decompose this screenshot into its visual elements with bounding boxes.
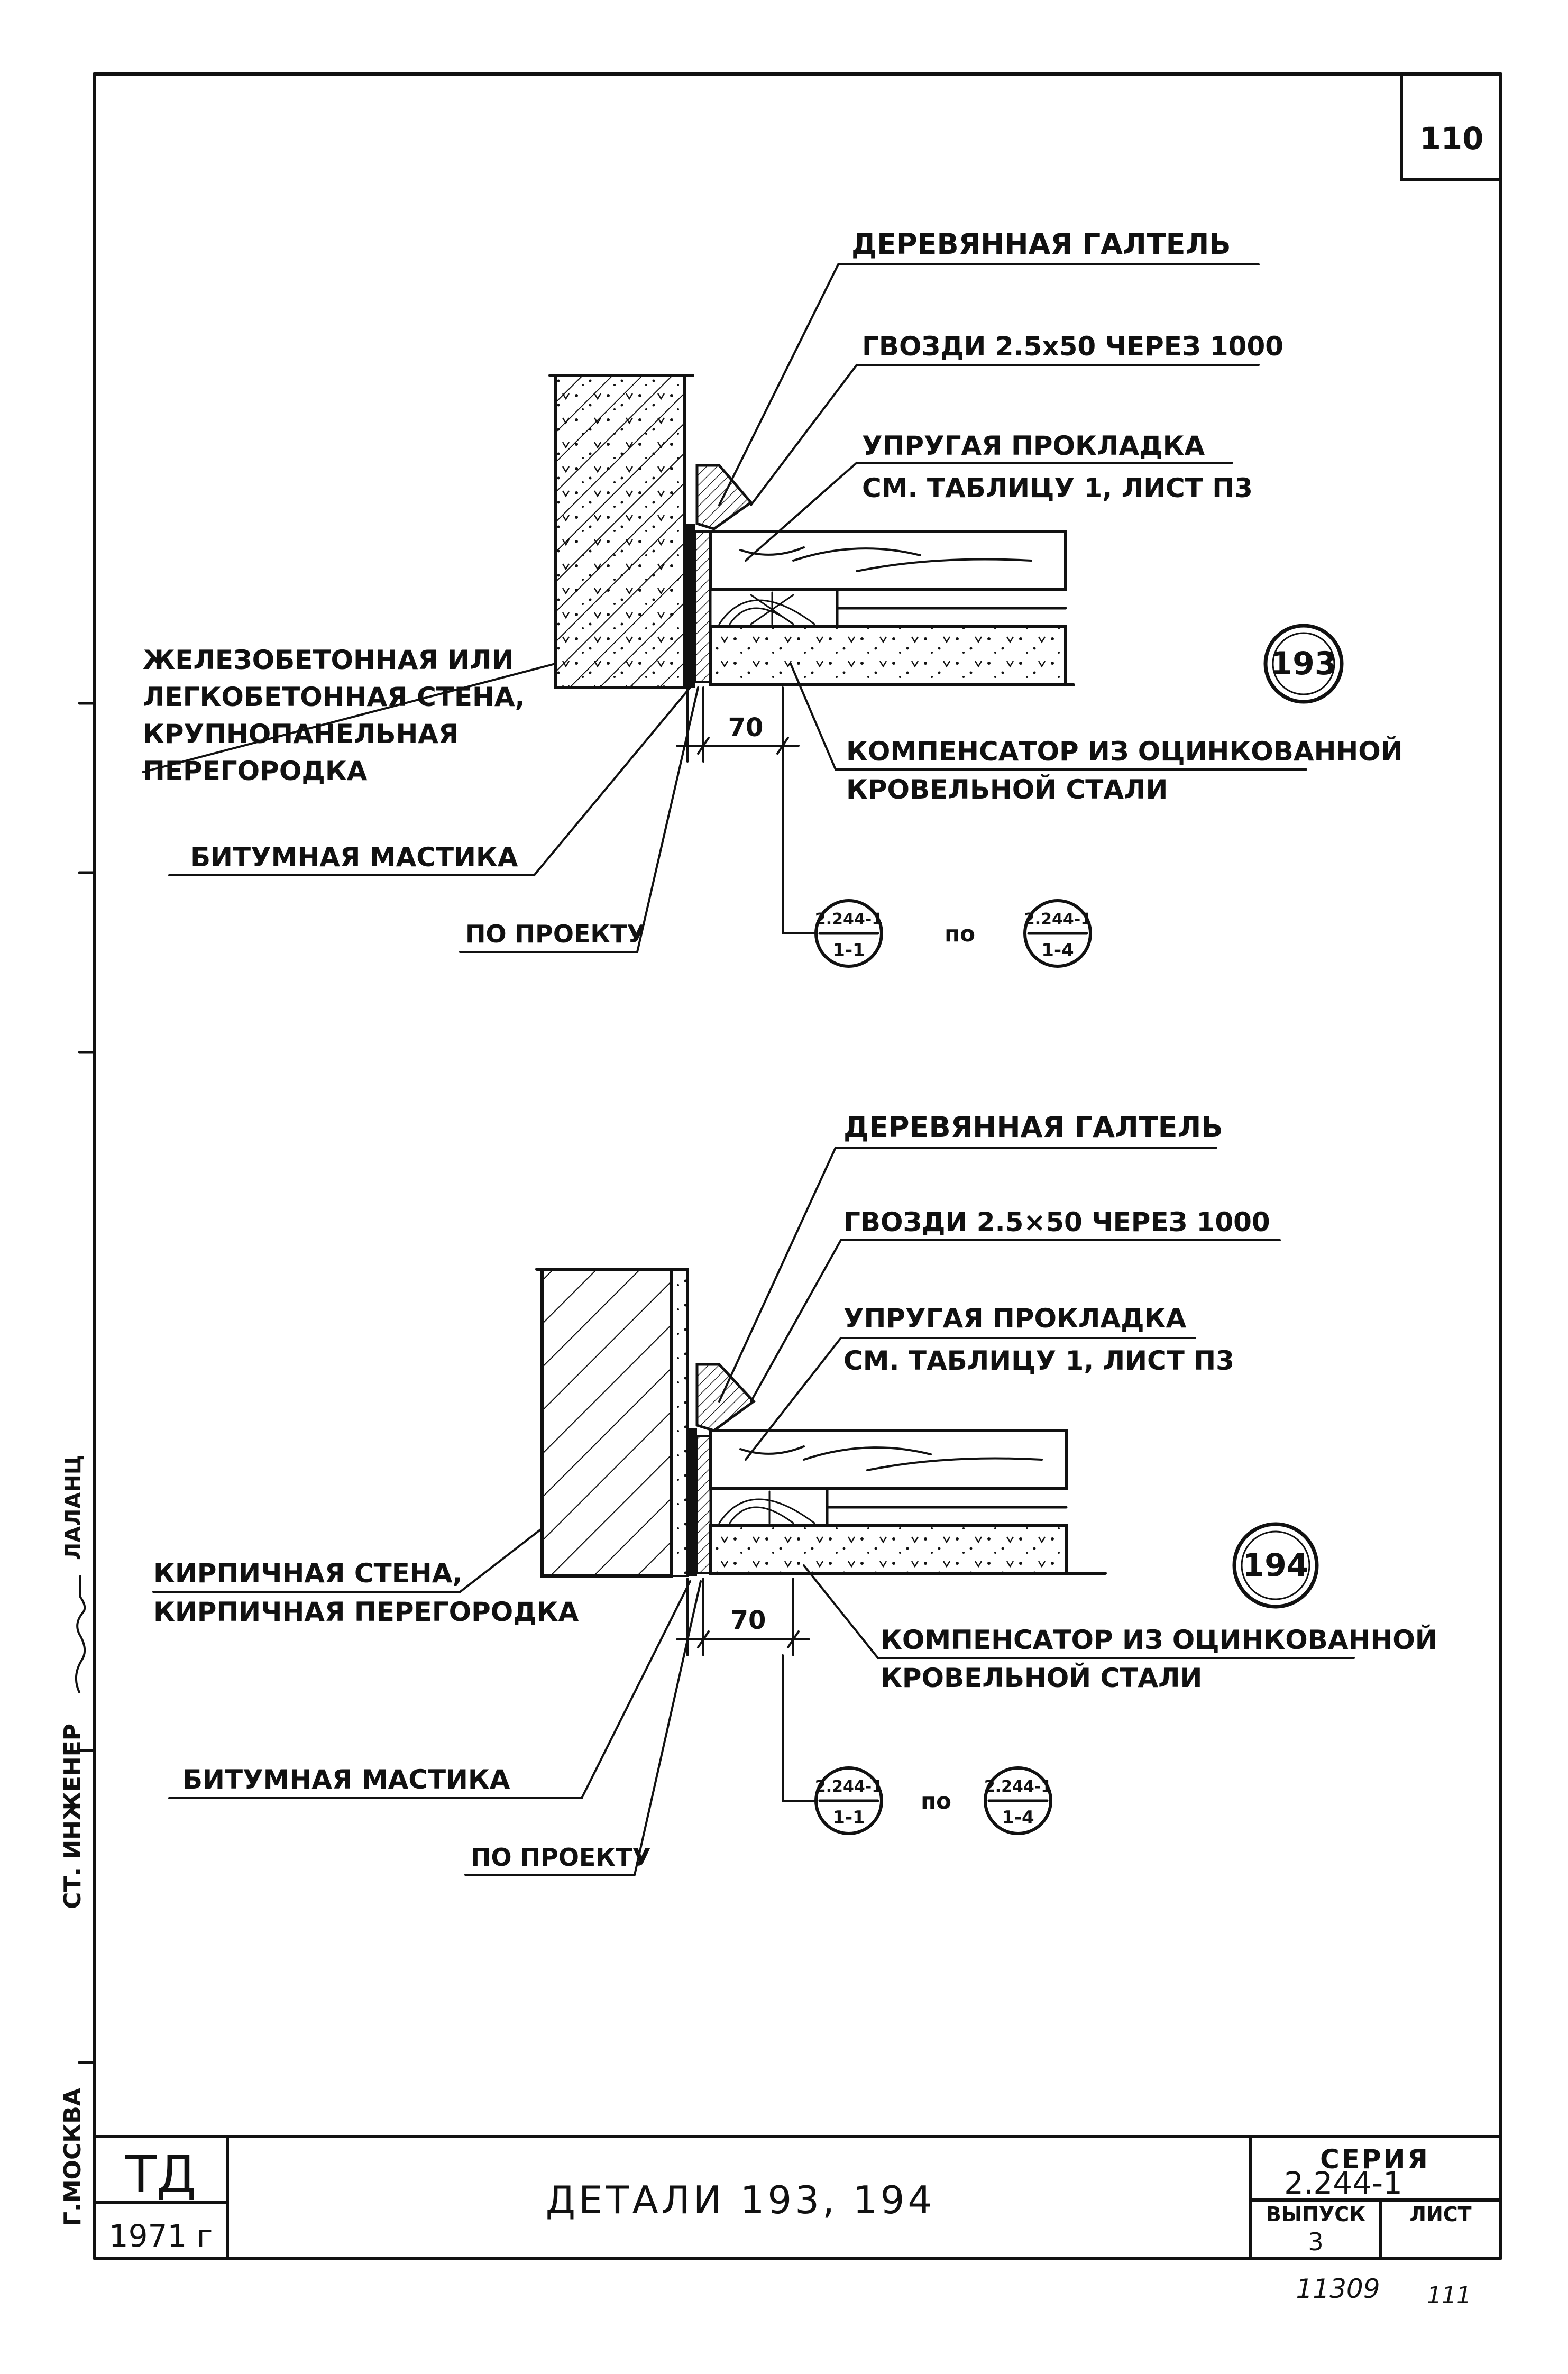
reference-b-bottom: 1-4	[1002, 1807, 1034, 1828]
reference-a-top: 2.244-1	[815, 1777, 883, 1796]
title-block: ТД 1971 г ДЕТАЛИ 193, 194 СЕРИЯ 2.244-1 …	[93, 2135, 1502, 2260]
reference-b-bottom: 1-4	[1041, 940, 1074, 961]
reference-b-top: 2.244-1	[984, 1777, 1052, 1796]
reference-between: по	[945, 921, 975, 947]
series-label: СЕРИЯ	[1320, 2144, 1430, 2175]
label-mastic: БИТУМНАЯ МАСТИКА	[182, 1764, 510, 1795]
org-code: ТД	[125, 2145, 196, 2204]
floor-board	[709, 1429, 1068, 1490]
year: 1971 г	[109, 2218, 213, 2254]
footer-mark-left: 11309	[1296, 2274, 1380, 2304]
label-gasket-2: СМ. ТАБЛИЦУ 1, ЛИСТ П3	[862, 473, 1253, 503]
margin-name: ЛАЛАНЦ	[61, 1455, 86, 1560]
label-wall-2: ЛЕГКОБЕТОННАЯ СТЕНА,	[143, 682, 525, 712]
label-wall-1: КИРПИЧНАЯ СТЕНА,	[153, 1558, 462, 1589]
reference-a-bottom: 1-1	[832, 1807, 865, 1828]
label-wall-1: ЖЕЛЕЗОБЕТОННАЯ ИЛИ	[143, 645, 514, 675]
elastic-gasket	[696, 1435, 712, 1574]
footer-mark-right: 111	[1427, 2282, 1471, 2309]
dimension-70	[676, 686, 800, 763]
label-gasket-1: УПРУГАЯ ПРОКЛАДКА	[862, 430, 1205, 461]
label-gasket-2: СМ. ТАБЛИЦУ 1, ЛИСТ П3	[843, 1345, 1234, 1376]
concrete-base	[709, 1524, 1068, 1575]
wooden-fillet	[695, 1363, 756, 1432]
label-nails: ГВОЗДИ 2.5×50 ЧЕРЕЗ 1000	[843, 1207, 1270, 1238]
label-wall-4: ПЕРЕГОРОДКА	[143, 756, 368, 786]
detail-number-bubble	[1263, 624, 1344, 704]
drawing-frame	[93, 72, 1502, 2260]
mastic-strip	[687, 1428, 697, 1576]
issue-label: ВЫПУСК	[1266, 2203, 1365, 2226]
concrete-base	[709, 625, 1067, 686]
mastic-strip	[685, 524, 695, 688]
label-wall-2: КИРПИЧНАЯ ПЕРЕГОРОДКА	[153, 1597, 579, 1627]
label-gasket-1: УПРУГАЯ ПРОКЛАДКА	[843, 1303, 1187, 1334]
label-compensator-1: КОМПЕНСАТОР ИЗ ОЦИНКОВАННОЙ	[846, 736, 1403, 767]
label-wooden-fillet: ДЕРЕВЯННАЯ ГАЛТЕЛЬ	[843, 1111, 1223, 1144]
detail-number: 193	[1270, 645, 1336, 682]
reference-between: по	[921, 1788, 951, 1814]
reference-circle-b	[1023, 899, 1092, 968]
reference-b-top: 2.244-1	[1024, 910, 1092, 929]
brick-wall	[540, 1268, 673, 1578]
label-compensator-1: КОМПЕНСАТОР ИЗ ОЦИНКОВАННОЙ	[881, 1624, 1437, 1655]
reference-circle-a	[814, 1766, 883, 1835]
detail-194-drawing: 70 194 2.244-1	[152, 1111, 1437, 1876]
dimension-value: 70	[728, 713, 764, 743]
dimension-70	[676, 1578, 810, 1656]
reference-circle-a	[814, 899, 883, 968]
reference-circle-b	[984, 1766, 1052, 1835]
drawing-title: ДЕТАЛИ 193, 194	[546, 2178, 936, 2222]
detail-number: 194	[1242, 1547, 1308, 1584]
elastic-gasket	[694, 530, 711, 683]
label-compensator-2: КРОВЕЛЬНОЙ СТАЛИ	[881, 1662, 1202, 1693]
margin-signature	[75, 1575, 86, 1693]
margin-city: Г.МОСКВА	[59, 2088, 86, 2226]
label-compensator-2: КРОВЕЛЬНОЙ СТАЛИ	[846, 774, 1168, 805]
label-nails: ГВОЗДИ 2.5x50 ЧЕРЕЗ 1000	[862, 331, 1283, 362]
detail-193-drawing: 70 193 2.244-1 1-1	[142, 227, 1403, 968]
margin-role: СТ. ИНЖЕНЕР	[59, 1724, 86, 1909]
label-by-project: ПО ПРОЕКТУ	[471, 1843, 651, 1872]
reference-a-top: 2.244-1	[815, 910, 883, 929]
label-mastic: БИТУМНАЯ МАСТИКА	[190, 842, 518, 873]
reference-a-bottom: 1-1	[832, 940, 865, 961]
sheet-label: ЛИСТ	[1409, 2203, 1471, 2226]
label-wooden-fillet: ДЕРЕВЯННАЯ ГАЛТЕЛЬ	[851, 227, 1231, 261]
dimension-value: 70	[731, 1606, 766, 1635]
detail-number-bubble	[1232, 1522, 1319, 1609]
label-by-project: ПО ПРОЕКТУ	[465, 920, 646, 948]
issue-value: 3	[1308, 2228, 1323, 2256]
sheet-number: 110	[1419, 121, 1483, 157]
plaster-layer	[671, 1268, 689, 1577]
side-margin-stamp: Г.МОСКВА СТ. ИНЖЕНЕР ЛАЛАНЦ	[59, 702, 96, 2226]
series-value: 2.244-1	[1284, 2165, 1402, 2201]
label-wall-3: КРУПНОПАНЕЛЬНАЯ	[143, 719, 459, 749]
